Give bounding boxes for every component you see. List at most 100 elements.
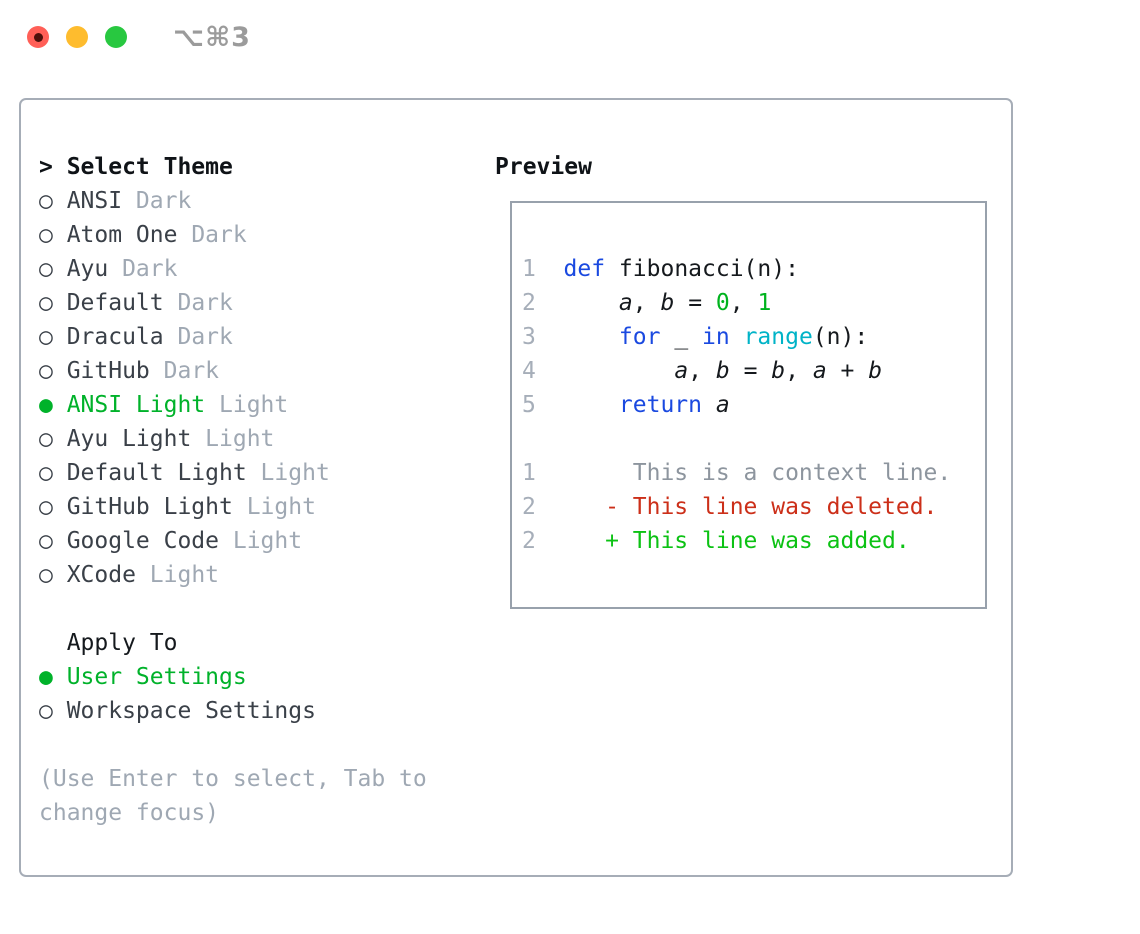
code-segment: def <box>563 256 606 282</box>
radio-selected-icon: ● <box>39 392 53 418</box>
preview-line: 2 - This line was deleted. <box>522 490 985 524</box>
code-segment <box>564 324 619 350</box>
apply-to-header: Apply To <box>66 630 178 656</box>
apply-option-user-settings[interactable]: ● User Settings <box>39 660 427 694</box>
option-label: Default <box>66 290 164 316</box>
theme-option-dracula[interactable]: ○Dracula Dark <box>39 320 427 354</box>
theme-list: ○ANSI Dark○Atom One Dark○Ayu Dark○Defaul… <box>39 184 427 592</box>
option-variant-label: Light <box>135 562 220 588</box>
line-number: 3 <box>522 324 536 350</box>
option-variant-label: Dark <box>108 256 178 282</box>
option-label: GitHub Light <box>66 494 233 520</box>
code-segment: b <box>715 358 730 384</box>
help-text: (Use Enter to select, Tab to change focu… <box>39 762 427 830</box>
code-segment: 0 <box>715 290 730 316</box>
radio-unselected-icon: ○ <box>39 494 53 520</box>
option-label: User Settings <box>66 664 247 690</box>
code-segment: b <box>868 358 883 384</box>
code-segment: b <box>660 290 675 316</box>
radio-unselected-icon: ○ <box>39 460 53 486</box>
titlebar: ⌥⌘3 <box>0 0 1140 74</box>
apply-to-list: ● User Settings ○Workspace Settings <box>39 660 427 728</box>
radio-unselected-icon: ○ <box>39 562 53 588</box>
code-segment: + This line was added. <box>563 528 910 554</box>
code-segment: a <box>618 290 633 316</box>
line-number: 2 <box>522 528 536 554</box>
line-number: 4 <box>522 358 536 384</box>
option-variant-label: Light <box>219 528 303 554</box>
line-number: 5 <box>522 392 536 418</box>
code-segment: a <box>715 392 730 418</box>
theme-option-atom-one[interactable]: ○Atom One Dark <box>39 218 427 252</box>
option-variant-label: Dark <box>177 222 247 248</box>
help-line-1: (Use Enter to select, Tab to <box>39 766 427 792</box>
preview-line: 1 This is a context line. <box>522 456 985 490</box>
code-segment: for <box>618 324 661 350</box>
code-segment: , <box>632 290 661 316</box>
theme-option-xcode[interactable]: ○ XCode Light <box>39 558 427 592</box>
code-segment: 1 <box>757 290 772 316</box>
option-variant-label: Light <box>205 392 289 418</box>
code-segment: , <box>729 290 758 316</box>
theme-option-google-code[interactable]: ○Google Code Light <box>39 524 427 558</box>
keyboard-shortcut-label: ⌥⌘3 <box>173 21 251 53</box>
theme-option-default[interactable]: ○Default Dark <box>39 286 427 320</box>
theme-option-ayu-light[interactable]: ○Ayu Light Light <box>39 422 427 456</box>
code-segment <box>730 324 744 350</box>
minimize-button[interactable] <box>66 26 88 48</box>
code-segment <box>564 392 619 418</box>
close-button-dot-icon <box>33 32 43 42</box>
theme-option-default-light[interactable]: ○Default Light Light <box>39 456 427 490</box>
close-button[interactable] <box>27 26 49 48</box>
code-segment: b <box>771 358 786 384</box>
code-segment <box>564 358 675 384</box>
theme-option-github-light[interactable]: ○GitHub Light Light <box>39 490 427 524</box>
radio-unselected-icon: ○ <box>39 188 53 214</box>
maximize-button[interactable] <box>105 26 127 48</box>
line-number: 2 <box>522 290 536 316</box>
option-variant-label: Light <box>191 426 275 452</box>
option-label: XCode <box>66 562 136 588</box>
code-segment: - This line was deleted. <box>563 494 938 520</box>
radio-selected-icon: ● <box>39 664 53 690</box>
code-segment: , <box>785 358 813 384</box>
code-segment: _ <box>660 324 703 350</box>
select-theme-header: >Select Theme <box>39 150 427 184</box>
preview-line: 2 + This line was added. <box>522 524 985 558</box>
diff-preview: 1 This is a context line.2 - This line w… <box>522 456 985 558</box>
theme-option-github[interactable]: ○GitHub Dark <box>39 354 427 388</box>
code-segment: + <box>826 358 869 384</box>
code-segment: in <box>702 324 730 350</box>
cursor-arrow-icon: > <box>39 154 53 180</box>
preview-line: 2 a, b = 0, 1 <box>522 286 985 320</box>
option-label: ANSI Light <box>66 392 206 418</box>
radio-unselected-icon: ○ <box>39 324 53 350</box>
radio-unselected-icon: ○ <box>39 256 53 282</box>
theme-option-ansi-light[interactable]: ● ANSI Light Light <box>39 388 427 422</box>
line-number: 1 <box>522 256 536 282</box>
code-segment: = <box>674 290 716 316</box>
option-label: Google Code <box>66 528 220 554</box>
theme-picker-panel: >Select Theme ○ANSI Dark○Atom One Dark○A… <box>19 98 1013 877</box>
option-label: Atom One <box>66 222 178 248</box>
option-label: GitHub <box>66 358 150 384</box>
radio-unselected-icon: ○ <box>39 290 53 316</box>
code-segment: (n): <box>812 324 869 350</box>
apply-option-workspace-settings[interactable]: ○Workspace Settings <box>39 694 427 728</box>
code-segment: a <box>674 358 689 384</box>
line-number: 1 <box>522 460 536 486</box>
line-number: 2 <box>522 494 536 520</box>
option-label: ANSI <box>66 188 123 214</box>
code-segment <box>702 392 716 418</box>
preview-header: Preview <box>495 154 592 180</box>
theme-option-ansi[interactable]: ○ANSI Dark <box>39 184 427 218</box>
code-segment: return <box>618 392 703 418</box>
option-variant-label: Light <box>246 460 330 486</box>
theme-option-ayu[interactable]: ○Ayu Dark <box>39 252 427 286</box>
preview-line: 5 return a <box>522 388 985 422</box>
preview-line: 4 a, b = b, a + b <box>522 354 985 388</box>
radio-unselected-icon: ○ <box>39 426 53 452</box>
option-label: Dracula <box>66 324 164 350</box>
